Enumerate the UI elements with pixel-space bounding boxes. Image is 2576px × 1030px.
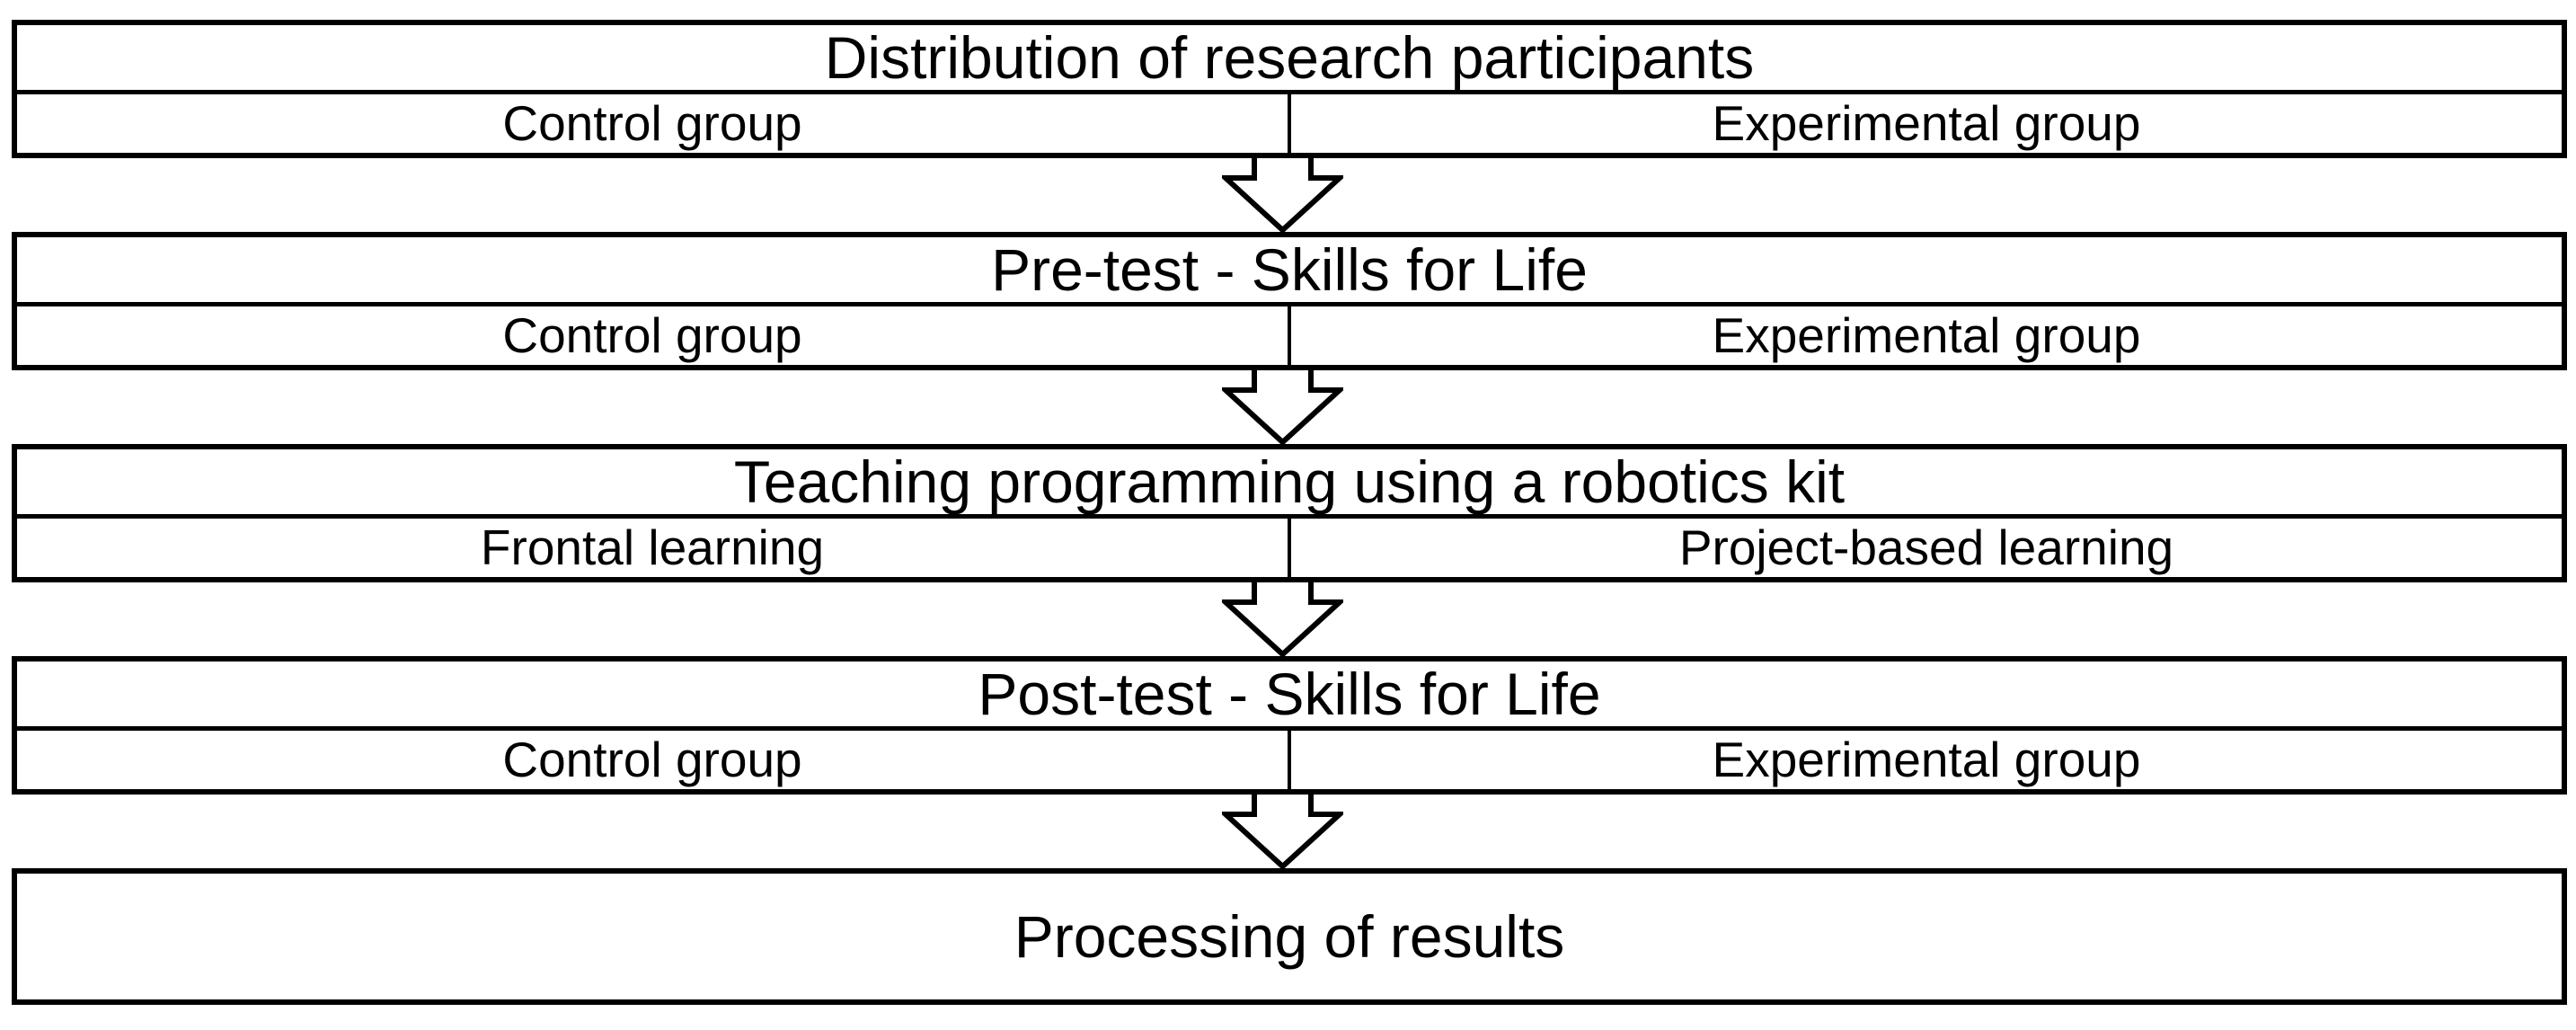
cell-project-based-learning: Project-based learning xyxy=(1678,519,2174,575)
block-title: Teaching programming using a robotics ki… xyxy=(17,449,2562,519)
block-pretest: Pre-test - Skills for Life Control group… xyxy=(12,232,2567,370)
block-distribution: Distribution of research participants Co… xyxy=(12,20,2567,158)
cell-control-group: Control group xyxy=(17,94,1291,153)
block-subrow: Frontal learning Project-based learning xyxy=(17,519,2562,577)
block-subrow: Control group Experimental group xyxy=(17,94,2562,153)
cell-experimental-group: Experimental group xyxy=(1712,307,2141,363)
down-arrow-icon xyxy=(1222,370,1343,444)
block-title: Pre-test - Skills for Life xyxy=(17,237,2562,306)
block-teaching: Teaching programming using a robotics ki… xyxy=(12,444,2567,582)
down-arrow-icon xyxy=(1222,582,1343,656)
block-subrow: Control group Experimental group xyxy=(17,306,2562,365)
block-subrow: Control group Experimental group xyxy=(17,731,2562,789)
block-title: Processing of results xyxy=(1014,903,1565,970)
cell-experimental-group: Experimental group xyxy=(1712,732,2141,787)
down-arrow-icon xyxy=(1222,795,1343,868)
cell-control-group: Control group xyxy=(17,306,1291,365)
block-title: Post-test - Skills for Life xyxy=(17,662,2562,731)
down-arrow-icon xyxy=(1222,158,1343,232)
cell-control-group: Control group xyxy=(17,731,1291,789)
cell-experimental-group: Experimental group xyxy=(1712,95,2141,151)
block-posttest: Post-test - Skills for Life Control grou… xyxy=(12,656,2567,795)
block-title: Distribution of research participants xyxy=(17,25,2562,94)
cell-frontal-learning: Frontal learning xyxy=(17,519,1291,577)
block-processing: Processing of results xyxy=(12,868,2567,1005)
